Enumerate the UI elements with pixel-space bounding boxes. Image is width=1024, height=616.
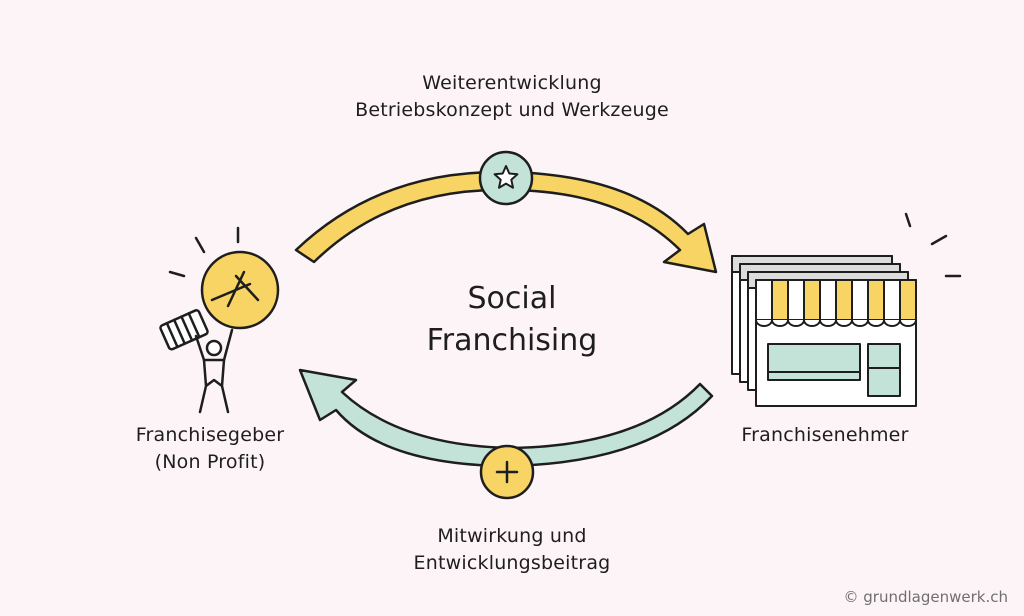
center-title: Social Franchising [402,278,622,362]
franchisee-line1: Franchisenehmer [741,424,909,446]
top-flow-line1: Weiterentwicklung [422,72,602,94]
center-title-line2: Franchising [426,323,598,358]
top-flow-label: Weiterentwicklung Betriebskonzept und We… [0,70,1024,124]
copyright-notice: © grundlagenwerk.ch [843,588,1008,606]
franchisor-label: Franchisegeber (Non Profit) [110,422,310,476]
star-icon [478,150,534,206]
lightbulb-person-icon [159,226,280,414]
center-title-line1: Social [467,281,557,316]
shop-icon [731,212,962,407]
franchisor-line1: Franchisegeber [135,424,285,446]
top-flow-line2: Betriebskonzept und Werkzeuge [355,99,669,121]
bottom-flow-label: Mitwirkung und Entwicklungsbeitrag [0,523,1024,577]
bottom-flow-line1: Mitwirkung und [437,525,587,547]
bottom-flow-line2: Entwicklungsbeitrag [413,552,611,574]
franchisor-line2: (Non Profit) [154,451,266,473]
franchisee-label: Franchisenehmer [720,422,930,449]
plus-icon [479,444,535,500]
bottom-arrow [298,368,714,468]
top-arrow [294,170,718,274]
